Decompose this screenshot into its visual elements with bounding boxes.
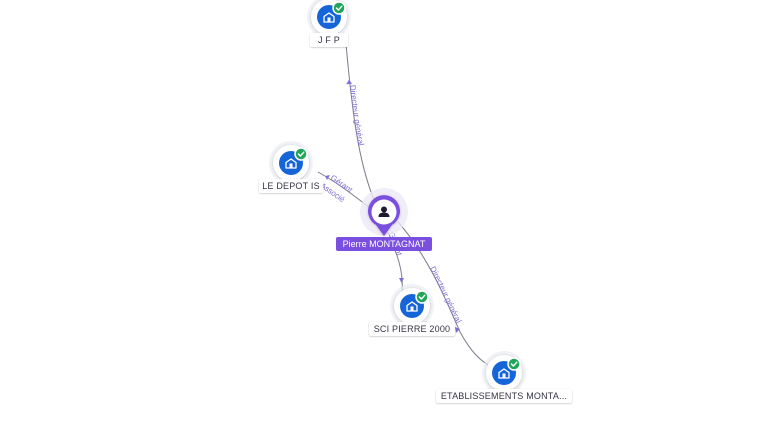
svg-text:ETABLISSEMENTS MONTA...: ETABLISSEMENTS MONTA... (441, 391, 567, 401)
company-node-jfp[interactable] (307, 0, 351, 39)
company-label-sci-pierre-2000[interactable]: SCI PIERRE 2000 (369, 322, 455, 336)
edge-jfp: Directeur général (345, 43, 375, 201)
company-label-jfp[interactable]: J F P (310, 33, 348, 47)
svg-text:J F P: J F P (318, 35, 340, 45)
company-label-le-depot-is[interactable]: LE DEPOT IS (259, 179, 323, 193)
check-icon (415, 290, 429, 304)
building-icon (406, 301, 418, 312)
company-node-le-depot-is[interactable] (269, 141, 313, 185)
company-node-sci-pierre-2000[interactable] (390, 284, 434, 328)
company-label-etablissements-monta[interactable]: ETABLISSEMENTS MONTA... (436, 389, 572, 403)
building-icon (498, 368, 510, 379)
person-icon (378, 206, 390, 217)
check-icon (507, 357, 521, 371)
edge-label-etablissements-monta: Directeur général (428, 265, 463, 325)
edge-label-jfp: Directeur général (348, 84, 366, 146)
building-icon (323, 12, 335, 23)
svg-text:Pierre MONTAGNAT: Pierre MONTAGNAT (343, 239, 426, 249)
svg-text:SCI PIERRE 2000: SCI PIERRE 2000 (374, 324, 451, 334)
building-icon (285, 158, 297, 169)
svg-text:LE DEPOT IS: LE DEPOT IS (262, 181, 320, 191)
person-label[interactable]: Pierre MONTAGNAT (336, 237, 432, 251)
company-node-etablissements-monta[interactable] (482, 351, 526, 395)
check-icon (294, 147, 308, 161)
check-icon (332, 1, 346, 15)
person-node[interactable] (360, 188, 408, 236)
